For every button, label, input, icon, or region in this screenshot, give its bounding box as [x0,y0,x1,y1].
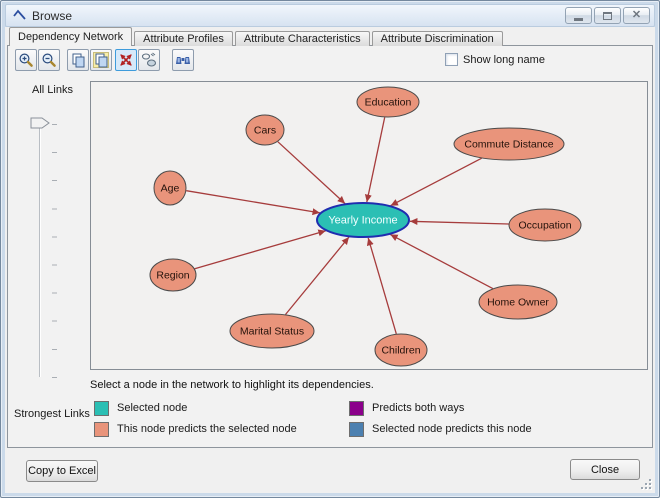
legend-item-selected-node: Selected node [94,401,187,416]
svg-text:Children: Children [381,345,420,357]
dependency-edge-home-owner [389,233,494,290]
graph-node-region[interactable]: Region [149,258,197,292]
graph-node-occupation[interactable]: Occupation [508,208,582,242]
fit-to-screen-icon [120,54,132,66]
zoom-in-icon [19,53,33,67]
tab-attribute-characteristics[interactable]: Attribute Characteristics [234,31,370,46]
window-title: Browse [32,8,73,23]
svg-text:Marital Status: Marital Status [240,326,304,338]
minimize-button[interactable] [565,7,592,24]
dependency-edge-marital-status [284,236,350,315]
legend-item-selected-predicts: Selected node predicts this node [349,422,532,437]
graph-node-marital-status[interactable]: Marital Status [229,313,315,349]
close-button[interactable]: Close [570,459,640,480]
maximize-button[interactable] [594,7,621,24]
copy-icon [72,53,85,68]
legend-item-predicts-both: Predicts both ways [349,401,464,416]
svg-text:Yearly Income: Yearly Income [328,215,397,227]
graph-node-age[interactable]: Age [153,170,187,206]
all-links-label: All Links [32,84,73,96]
find-node-button[interactable] [172,49,194,71]
minimize-icon [574,17,583,21]
link-slider-track[interactable] [39,122,41,377]
show-long-name-label[interactable]: Show long name [463,53,545,66]
svg-text:Commute Distance: Commute Distance [464,139,553,151]
svg-text:Occupation: Occupation [518,220,571,232]
fit-to-screen-button[interactable] [115,49,137,71]
status-hint: Select a node in the network to highligh… [90,379,374,391]
dependency-edge-commute-distance [390,157,483,207]
copy-graph-view-button[interactable] [90,49,112,71]
copy-to-excel-button[interactable]: Copy to Excel [26,460,98,482]
title-bar[interactable]: Browse ✕ [5,4,655,27]
legend-label-predicts-both: Predicts both ways [372,402,465,414]
improve-layout-button[interactable] [138,49,160,71]
zoom-out-button[interactable] [38,49,60,71]
dependency-edge-education [364,117,386,203]
dependency-edge-age [186,190,321,216]
tab-strip: Dependency Network Attribute Profiles At… [9,27,505,46]
dialog-client-area: Dependency Network Attribute Profiles At… [5,27,655,493]
tab-dependency-network[interactable]: Dependency Network [9,27,133,46]
svg-text:Age: Age [161,183,180,195]
graph-node-home-owner[interactable]: Home Owner [478,284,558,320]
browse-icon [13,9,26,20]
graph-node-commute-distance[interactable]: Commute Distance [453,127,565,161]
legend-item-predicts-selected: This node predicts the selected node [94,422,297,437]
close-icon: ✕ [631,9,642,21]
svg-text:Home Owner: Home Owner [487,297,549,309]
link-slider-ticks [52,124,57,378]
find-node-icon [176,57,190,64]
graph-node-yearly-income[interactable]: Yearly Income [316,202,410,238]
graph-node-children[interactable]: Children [374,333,428,367]
svg-text:Education: Education [365,97,412,109]
svg-text:Cars: Cars [254,125,276,137]
tab-attribute-discrimination[interactable]: Attribute Discrimination [371,31,503,46]
maximize-icon [603,11,612,20]
link-slider-thumb[interactable] [30,117,50,129]
dependency-edge-region [194,229,326,270]
legend-label-predicts-selected: This node predicts the selected node [117,423,297,435]
resize-grip-icon[interactable] [640,478,653,491]
strongest-links-label: Strongest Links [14,408,90,420]
legend-swatch-selected-predicts [349,422,364,437]
legend-label-selected-predicts: Selected node predicts this node [372,423,532,435]
close-window-button[interactable]: ✕ [623,7,650,24]
dependency-edge-cars [277,141,346,205]
legend-label-selected: Selected node [117,402,188,414]
legend-swatch-predicts-selected [94,422,109,437]
improve-layout-icon [141,52,157,67]
copy-graph-view-icon [93,52,109,68]
svg-text:Region: Region [156,270,189,282]
copy-button[interactable] [67,49,89,71]
show-long-name-checkbox[interactable] [445,53,458,66]
legend-swatch-predicts-both [349,401,364,416]
graph-node-education[interactable]: Education [356,86,420,118]
dependency-network-page: Show long name All Links Strongest Links [7,45,653,448]
zoom-in-button[interactable] [15,49,37,71]
zoom-out-icon [42,53,56,67]
dependency-edge-children [366,237,397,334]
legend-swatch-selected [94,401,109,416]
graph-node-cars[interactable]: Cars [245,114,285,146]
tab-attribute-profiles[interactable]: Attribute Profiles [134,31,233,46]
dependency-edge-occupation [409,218,509,226]
